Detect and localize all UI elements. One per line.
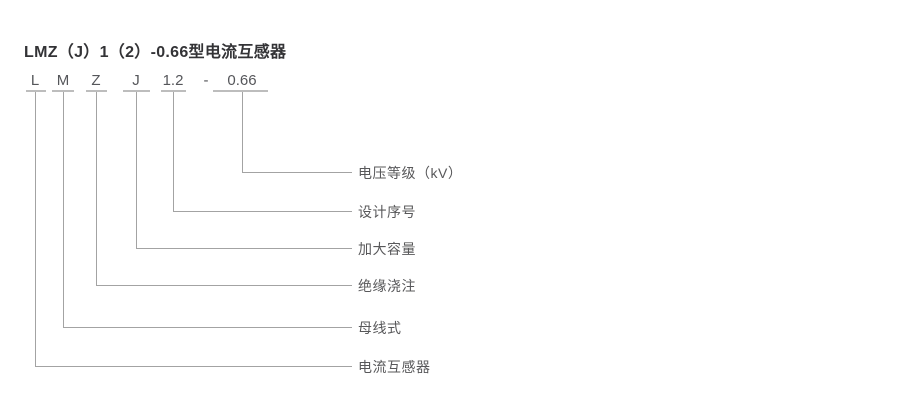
code-underline-z xyxy=(86,90,107,92)
code-underline-1-2 xyxy=(161,90,186,92)
connector-vline-1-2 xyxy=(173,92,174,212)
code-underline-j xyxy=(123,90,150,92)
connector-hline-z xyxy=(96,285,352,286)
code-separator: - xyxy=(203,72,209,89)
meaning-label-busbar-type: 母线式 xyxy=(358,320,402,336)
connector-vline-z xyxy=(96,92,97,286)
code-char-j: J xyxy=(132,72,140,89)
connector-vline-l xyxy=(35,92,36,367)
connector-hline-0-66 xyxy=(242,172,352,173)
connector-hline-l xyxy=(35,366,352,367)
meaning-label-current-transformer: 电流互感器 xyxy=(358,359,431,375)
connector-hline-m xyxy=(63,327,352,328)
meaning-label-increased-capacity: 加大容量 xyxy=(358,241,416,257)
meaning-label-cast-insulation: 绝缘浇注 xyxy=(358,278,416,294)
code-char-m: M xyxy=(56,72,70,89)
connector-vline-j xyxy=(136,92,137,249)
code-char-0-66: 0.66 xyxy=(227,72,257,89)
code-char-l: L xyxy=(30,72,40,89)
code-underline-l xyxy=(26,90,46,92)
meaning-label-voltage-class: 电压等级（kV） xyxy=(358,165,463,181)
connector-vline-0-66 xyxy=(242,92,243,173)
code-char-1-2: 1.2 xyxy=(162,72,184,89)
code-underline-m xyxy=(52,90,74,92)
code-underline-0-66 xyxy=(213,90,268,92)
code-char-z: Z xyxy=(91,72,101,89)
meaning-label-design-serial: 设计序号 xyxy=(358,204,416,220)
connector-hline-1-2 xyxy=(173,211,352,212)
connector-hline-j xyxy=(136,248,352,249)
connector-vline-m xyxy=(63,92,64,328)
page-title: LMZ（J）1（2）-0.66型电流互感器 xyxy=(24,44,287,61)
